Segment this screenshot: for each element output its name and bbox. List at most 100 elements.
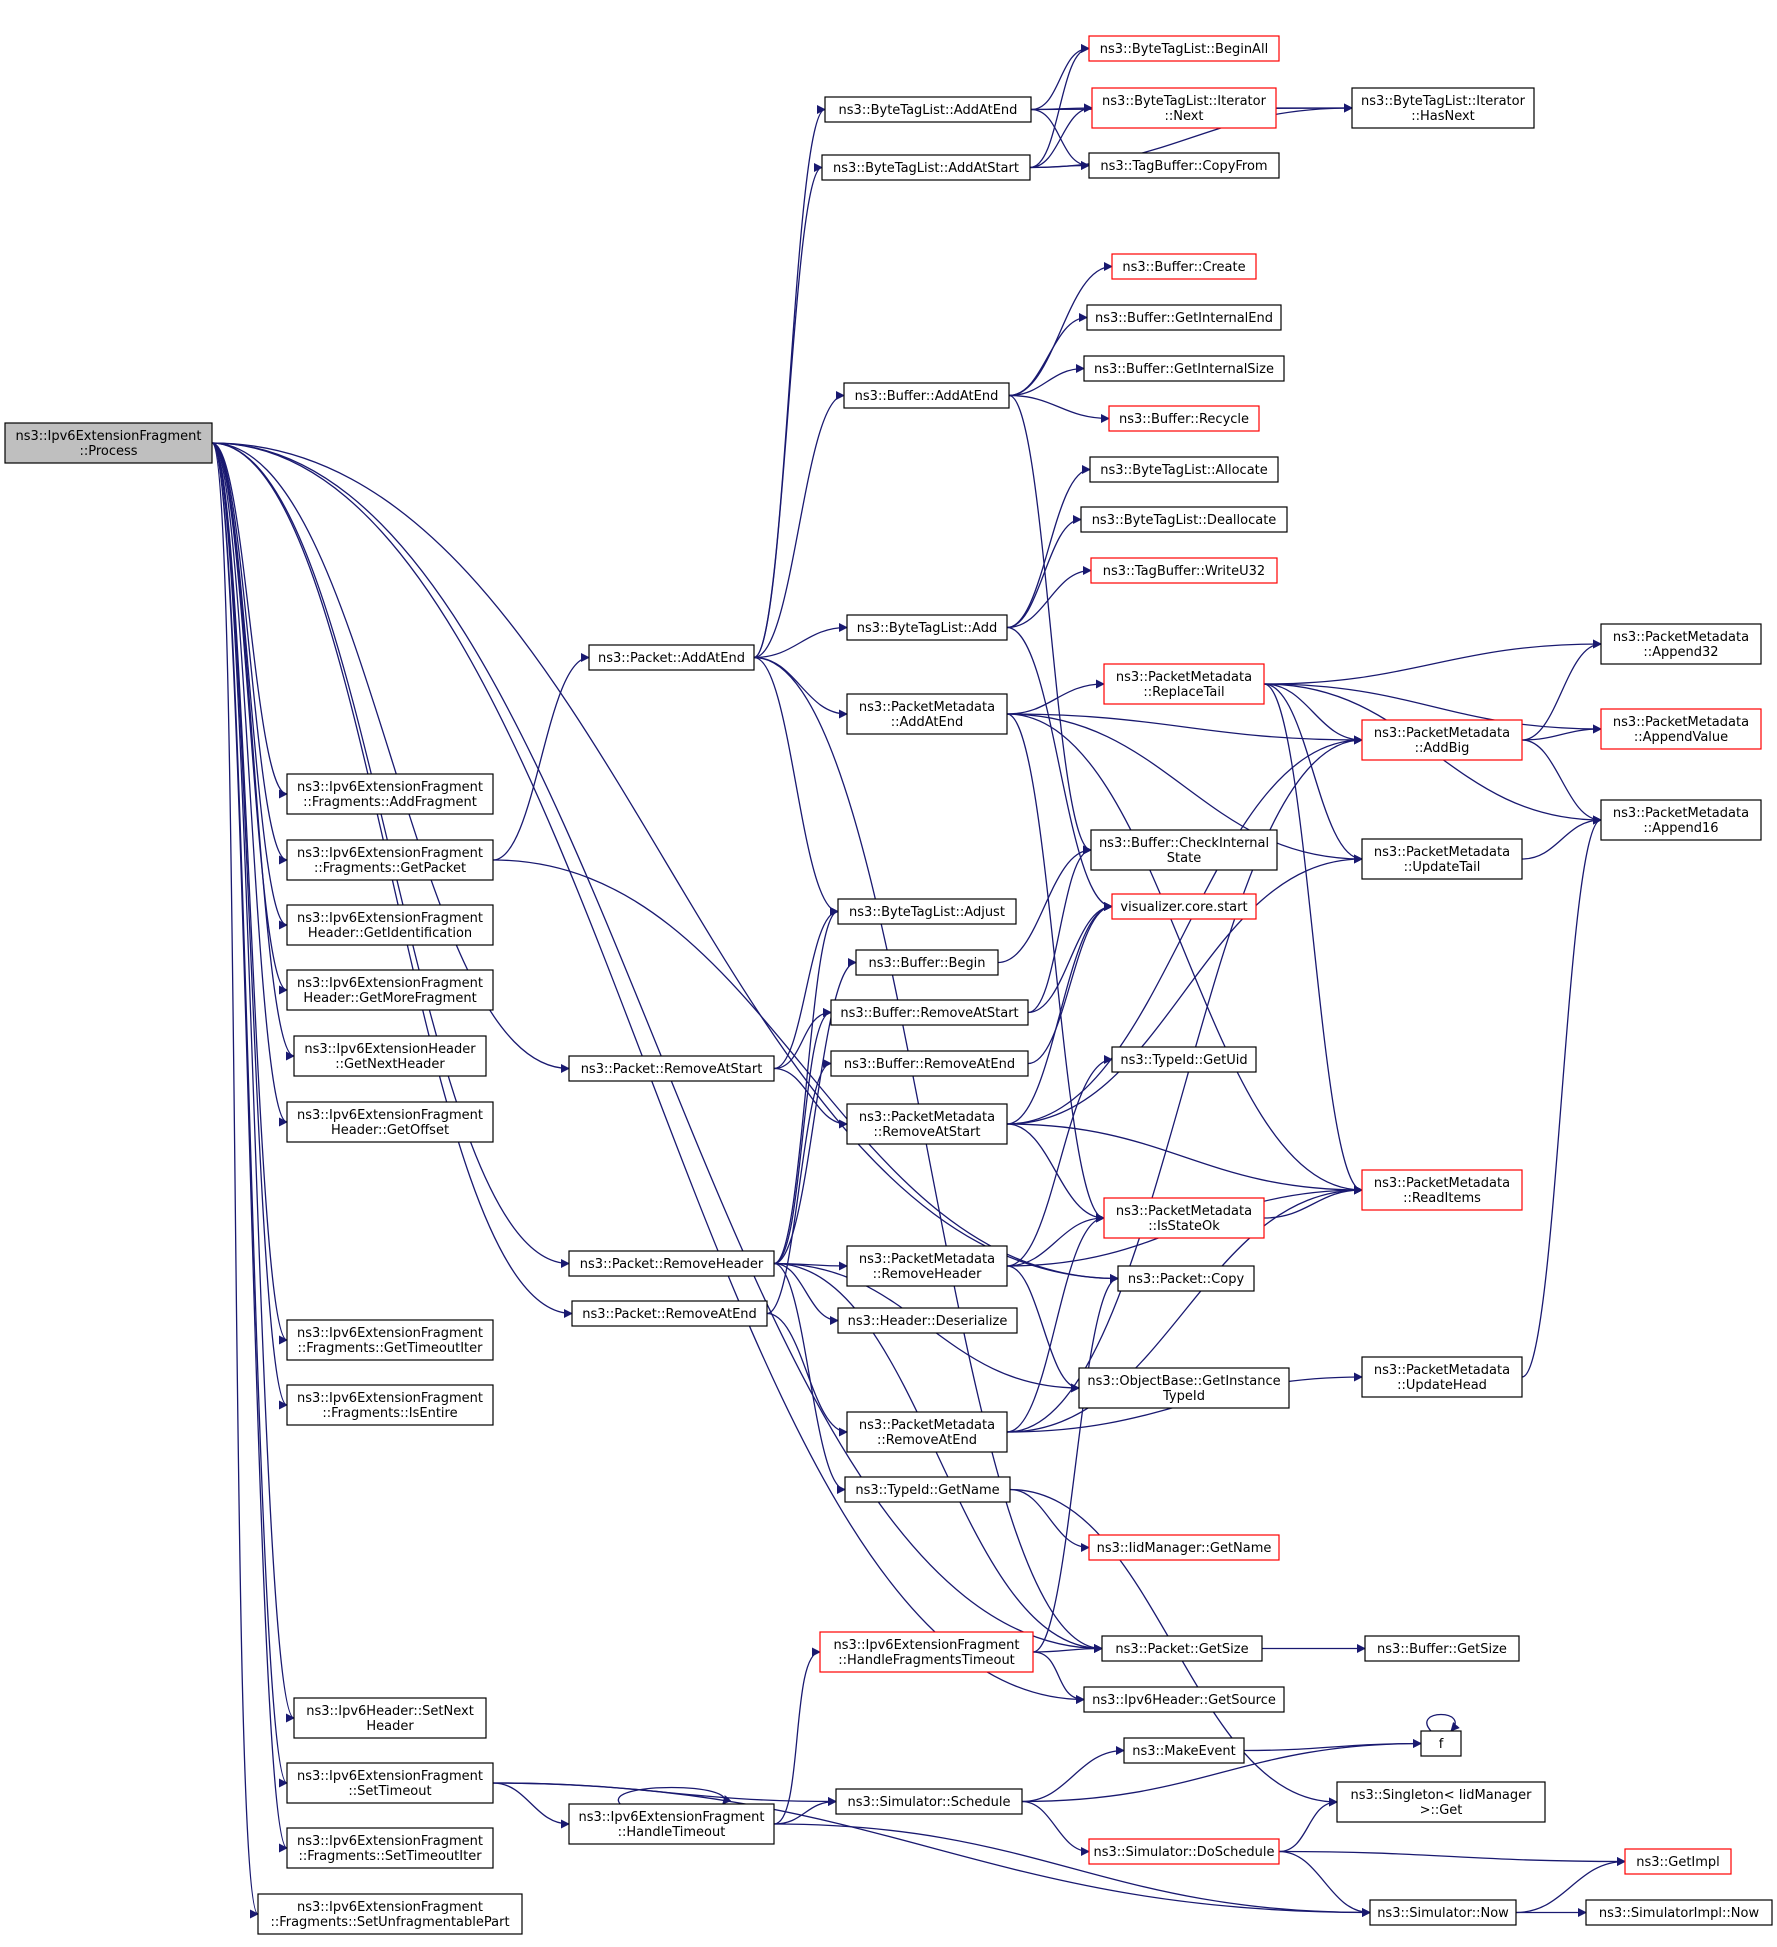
- node-buf_removeatend[interactable]: ns3::Buffer::RemoveAtEnd: [830, 1050, 1029, 1077]
- node-label: ::AppendValue: [1634, 730, 1728, 745]
- node-getmore[interactable]: ns3::Ipv6ExtensionFragmentHeader::GetMor…: [286, 969, 494, 1011]
- edge-pm_removeatend-to-pm_isstateok: [1006, 1213, 1105, 1433]
- node-settimeout[interactable]: ns3::Ipv6ExtensionFragment::SetTimeout: [286, 1762, 494, 1804]
- node-pm_removeatend[interactable]: ns3::PacketMetadata::RemoveAtEnd: [846, 1411, 1008, 1453]
- edge-handlefragtimeout-to-ipv6hdr_getsource: [1032, 1651, 1085, 1704]
- node-pkt_copy[interactable]: ns3::Packet::Copy: [1117, 1265, 1255, 1292]
- node-label: ::HandleFragmentsTimeout: [838, 1653, 1015, 1668]
- node-btl_addatstart[interactable]: ns3::ByteTagList::AddAtStart: [821, 154, 1031, 181]
- node-box: [1420, 1730, 1462, 1757]
- node-label: ::UpdateTail: [1404, 860, 1481, 875]
- node-viz_start[interactable]: visualizer.core.start: [1111, 893, 1257, 920]
- node-sim_schedule[interactable]: ns3::Simulator::Schedule: [835, 1788, 1023, 1815]
- node-buf_recycle[interactable]: ns3::Buffer::Recycle: [1108, 405, 1260, 432]
- node-box: [1083, 1686, 1285, 1713]
- node-singleton_get[interactable]: ns3::Singleton< IidManager>::Get: [1336, 1781, 1546, 1823]
- node-label: ns3::Ipv6ExtensionFragment: [297, 1769, 483, 1784]
- node-label: ns3::PacketMetadata: [1374, 1363, 1510, 1378]
- node-pkt_removeheader[interactable]: ns3::Packet::RemoveHeader: [568, 1250, 775, 1277]
- node-label: ns3::TagBuffer::CopyFrom: [1100, 159, 1267, 174]
- node-label: ns3::ByteTagList::BeginAll: [1100, 42, 1268, 57]
- node-getimpl[interactable]: ns3::GetImpl: [1624, 1848, 1732, 1875]
- node-label: ns3::Packet::RemoveAtStart: [581, 1062, 763, 1077]
- node-setunfrag[interactable]: ns3::Ipv6ExtensionFragment::Fragments::S…: [257, 1893, 523, 1935]
- node-iid_getname[interactable]: ns3::IidManager::GetName: [1088, 1534, 1280, 1561]
- edge-btl_addatstart-to-btl_iter_next: [1029, 103, 1093, 169]
- node-getnexthdr[interactable]: ns3::Ipv6ExtensionHeader::GetNextHeader: [293, 1035, 487, 1077]
- node-pm_addatend[interactable]: ns3::PacketMetadata::AddAtEnd: [846, 693, 1008, 735]
- node-btl_adjust[interactable]: ns3::ByteTagList::Adjust: [837, 898, 1017, 925]
- node-ipv6hdr_getsource[interactable]: ns3::Ipv6Header::GetSource: [1083, 1686, 1285, 1713]
- node-settimeoutiter[interactable]: ns3::Ipv6ExtensionFragment::Fragments::S…: [286, 1827, 494, 1869]
- node-btl_iter_hasnext[interactable]: ns3::ByteTagList::Iterator::HasNext: [1351, 87, 1535, 129]
- node-pm_updatehead[interactable]: ns3::PacketMetadata::UpdateHead: [1361, 1356, 1523, 1398]
- node-root[interactable]: ns3::Ipv6ExtensionFragment::Process: [4, 422, 213, 464]
- node-btl_iter_next[interactable]: ns3::ByteTagList::Iterator::Next: [1091, 87, 1277, 129]
- node-label: ns3::Simulator::Now: [1377, 1906, 1509, 1921]
- node-gettimeoutiter[interactable]: ns3::Ipv6ExtensionFragment::Fragments::G…: [286, 1319, 494, 1361]
- node-label: ns3::Packet::RemoveAtEnd: [582, 1307, 757, 1322]
- node-getpacket[interactable]: ns3::Ipv6ExtensionFragment::Fragments::G…: [286, 839, 494, 881]
- node-buf_removeatstart[interactable]: ns3::Buffer::RemoveAtStart: [830, 999, 1029, 1026]
- node-pm_replacetail[interactable]: ns3::PacketMetadata::ReplaceTail: [1103, 663, 1265, 705]
- node-getident[interactable]: ns3::Ipv6ExtensionFragmentHeader::GetIde…: [286, 904, 494, 946]
- node-sim_now[interactable]: ns3::Simulator::Now: [1369, 1899, 1517, 1926]
- node-btl_deallocate[interactable]: ns3::ByteTagList::Deallocate: [1080, 506, 1288, 533]
- node-isentire[interactable]: ns3::Ipv6ExtensionFragment::Fragments::I…: [286, 1384, 494, 1426]
- node-pkt_getsize[interactable]: ns3::Packet::GetSize: [1101, 1635, 1263, 1662]
- node-pm_removeheader[interactable]: ns3::PacketMetadata::RemoveHeader: [846, 1245, 1008, 1287]
- node-addfrag[interactable]: ns3::Ipv6ExtensionFragment::Fragments::A…: [286, 773, 494, 815]
- edge-pkt_addatend-to-pkt_getsize: [753, 656, 1103, 1653]
- node-getoffset[interactable]: ns3::Ipv6ExtensionFragmentHeader::GetOff…: [286, 1101, 494, 1143]
- node-pm_append16[interactable]: ns3::PacketMetadata::Append16: [1600, 799, 1762, 841]
- node-btl_beginall[interactable]: ns3::ByteTagList::BeginAll: [1088, 35, 1280, 62]
- node-pm_updatetail[interactable]: ns3::PacketMetadata::UpdateTail: [1361, 838, 1523, 880]
- edge-pkt_addatend-to-btl_adjust: [753, 656, 839, 916]
- node-box: [4, 422, 213, 464]
- node-btl_add[interactable]: ns3::ByteTagList::Add: [846, 614, 1008, 641]
- node-pm_appendvalue[interactable]: ns3::PacketMetadata::AppendValue: [1600, 708, 1762, 750]
- node-hdr_deserialize[interactable]: ns3::Header::Deserialize: [837, 1307, 1018, 1334]
- node-buf_getinternalsize[interactable]: ns3::Buffer::GetInternalSize: [1083, 355, 1285, 382]
- node-buf_begin[interactable]: ns3::Buffer::Begin: [855, 949, 999, 976]
- node-typeid_getuid[interactable]: ns3::TypeId::GetUid: [1111, 1046, 1257, 1073]
- node-buf_addatend[interactable]: ns3::Buffer::AddAtEnd: [843, 382, 1010, 409]
- node-btl_addatend[interactable]: ns3::ByteTagList::AddAtEnd: [824, 96, 1032, 123]
- node-pm_isstateok[interactable]: ns3::PacketMetadata::IsStateOk: [1103, 1197, 1265, 1239]
- node-buf_create[interactable]: ns3::Buffer::Create: [1111, 253, 1257, 280]
- node-btl_allocate[interactable]: ns3::ByteTagList::Allocate: [1089, 456, 1279, 483]
- node-box: [1111, 1046, 1257, 1073]
- edge-pkt_addatend-to-btl_addatstart: [753, 163, 823, 659]
- node-label: ns3::GetImpl: [1636, 1855, 1720, 1870]
- node-label: ns3::Ipv6ExtensionFragment: [297, 1326, 483, 1341]
- edge-handlefragtimeout-to-pkt_getsize: [1032, 1644, 1103, 1654]
- node-pm_append32[interactable]: ns3::PacketMetadata::Append32: [1600, 623, 1762, 665]
- node-makeevent[interactable]: ns3::MakeEvent: [1123, 1737, 1245, 1764]
- node-pkt_removeatstart[interactable]: ns3::Packet::RemoveAtStart: [568, 1055, 775, 1082]
- node-pm_addbig[interactable]: ns3::PacketMetadata::AddBig: [1361, 719, 1523, 761]
- node-pkt_removeatend[interactable]: ns3::Packet::RemoveAtEnd: [571, 1300, 768, 1327]
- node-box: [830, 1050, 1029, 1077]
- node-simimpl_now[interactable]: ns3::SimulatorImpl::Now: [1585, 1899, 1773, 1926]
- node-pm_removeatstart[interactable]: ns3::PacketMetadata::RemoveAtStart: [846, 1103, 1008, 1145]
- edge-btl_addatend-to-btl_beginall: [1030, 44, 1090, 111]
- node-pkt_addatend[interactable]: ns3::Packet::AddAtEnd: [588, 644, 755, 671]
- edge-pm_updatehead-to-pm_append16: [1521, 815, 1602, 1378]
- edge-handletimeout-to-sim_schedule: [773, 1797, 837, 1825]
- node-sim_doschedule[interactable]: ns3::Simulator::DoSchedule: [1088, 1838, 1280, 1865]
- node-label: ::ReplaceTail: [1143, 685, 1224, 700]
- node-handletimeout[interactable]: ns3::Ipv6ExtensionFragment::HandleTimeou…: [568, 1803, 775, 1845]
- node-typeid_getname[interactable]: ns3::TypeId::GetName: [844, 1476, 1011, 1503]
- node-pm_readitems[interactable]: ns3::PacketMetadata::ReadItems: [1361, 1169, 1523, 1211]
- node-f[interactable]: f: [1420, 1730, 1462, 1757]
- node-handlefragtimeout[interactable]: ns3::Ipv6ExtensionFragment::HandleFragme…: [819, 1631, 1034, 1673]
- node-buf_getsize[interactable]: ns3::Buffer::GetSize: [1364, 1635, 1520, 1662]
- node-label: ns3::PacketMetadata: [859, 1252, 995, 1267]
- node-label: ns3::TagBuffer::WriteU32: [1103, 564, 1265, 579]
- node-tagbuf_copyfrom[interactable]: ns3::TagBuffer::CopyFrom: [1088, 152, 1280, 179]
- node-tagbuf_writeu32[interactable]: ns3::TagBuffer::WriteU32: [1090, 557, 1278, 584]
- node-buf_getinternalend[interactable]: ns3::Buffer::GetInternalEnd: [1086, 304, 1282, 331]
